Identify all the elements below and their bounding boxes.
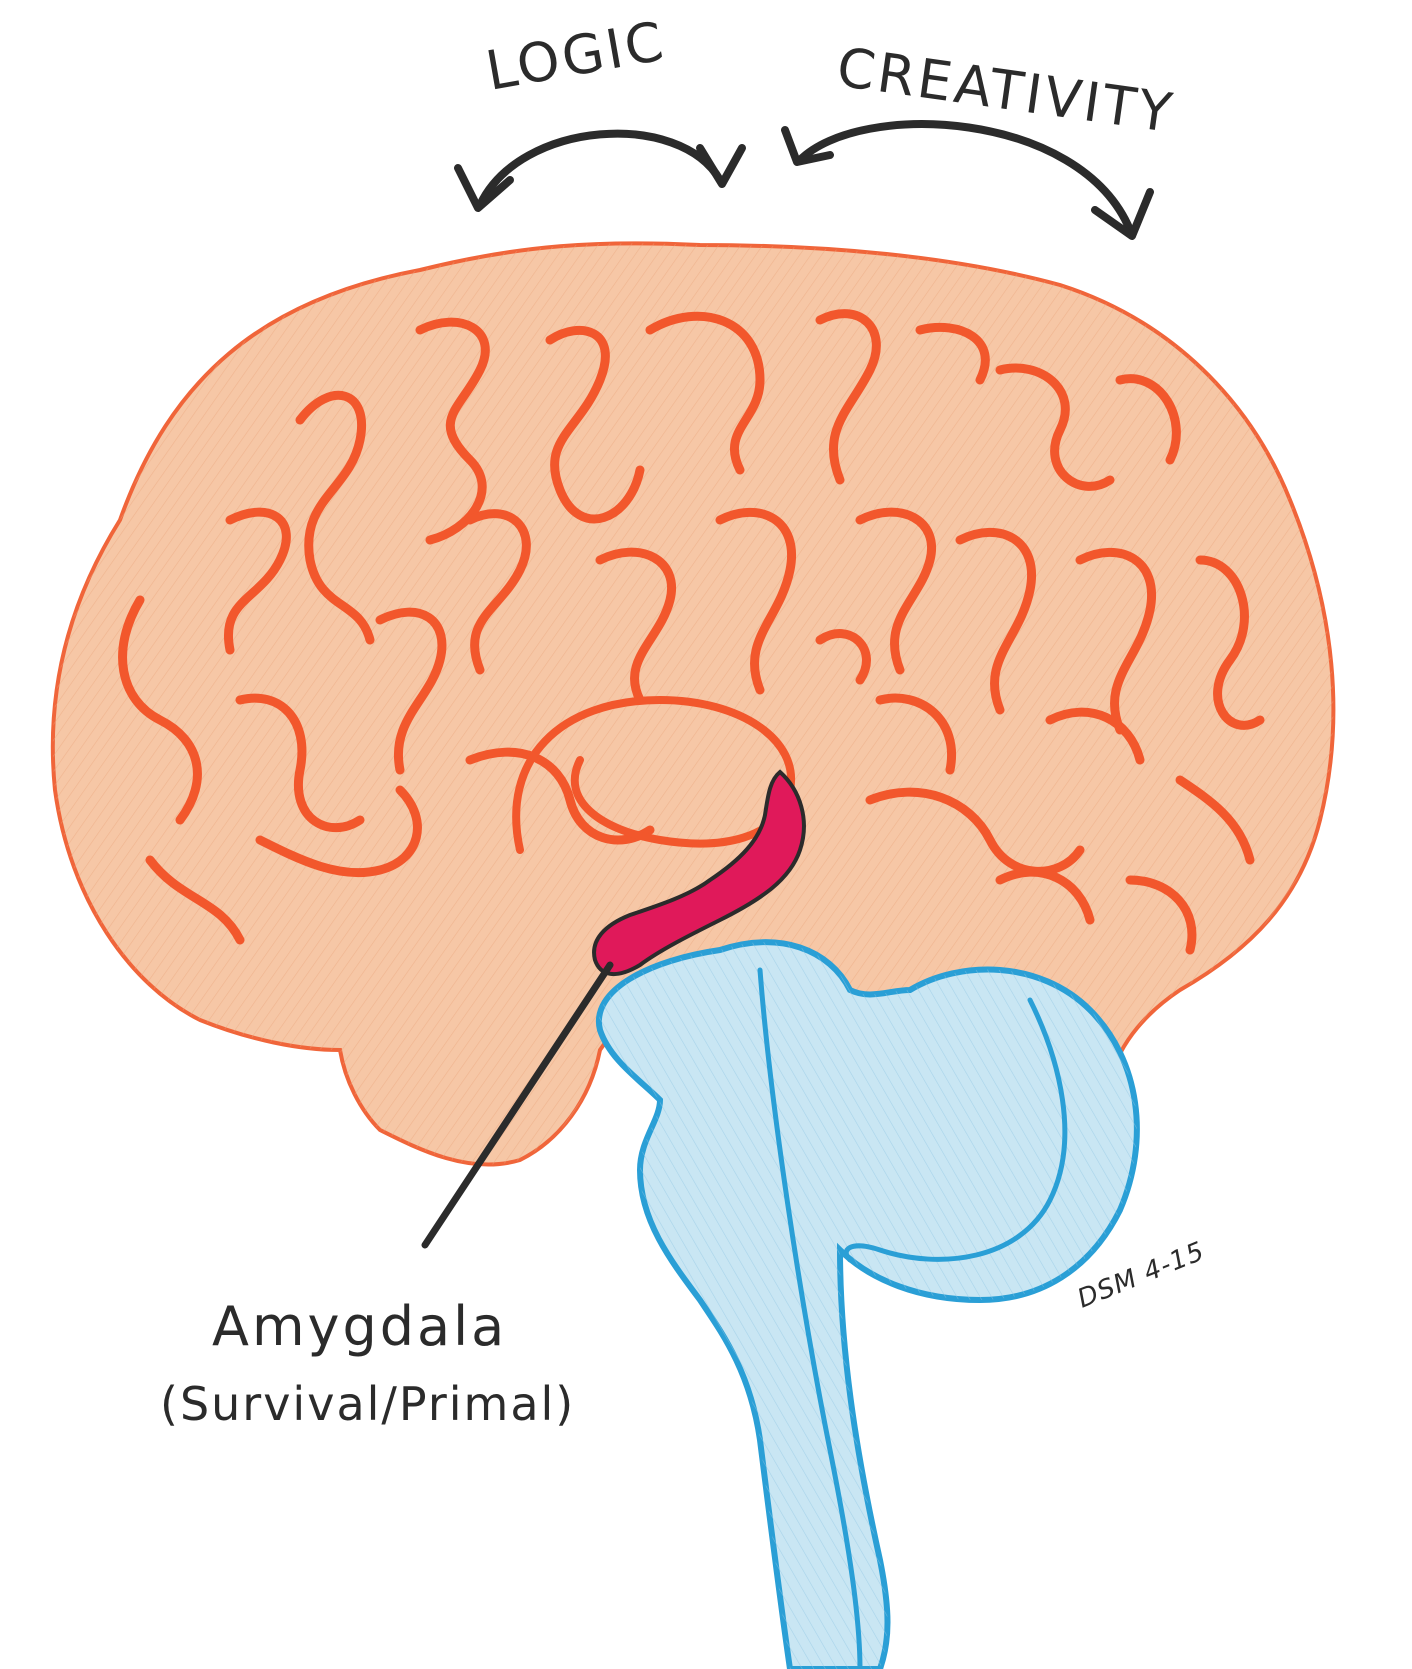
brainstem-shading — [599, 942, 1137, 1669]
creativity-arrow — [785, 124, 1150, 236]
amygdala-label: Amygdala — [212, 1295, 507, 1358]
amygdala-role-label: (Survival/Primal) — [160, 1377, 575, 1431]
hemisphere-arrows — [458, 124, 1150, 236]
logic-label: LOGIC — [481, 9, 670, 102]
logic-arrow — [458, 134, 742, 208]
brainstem-cerebellum — [599, 942, 1137, 1669]
